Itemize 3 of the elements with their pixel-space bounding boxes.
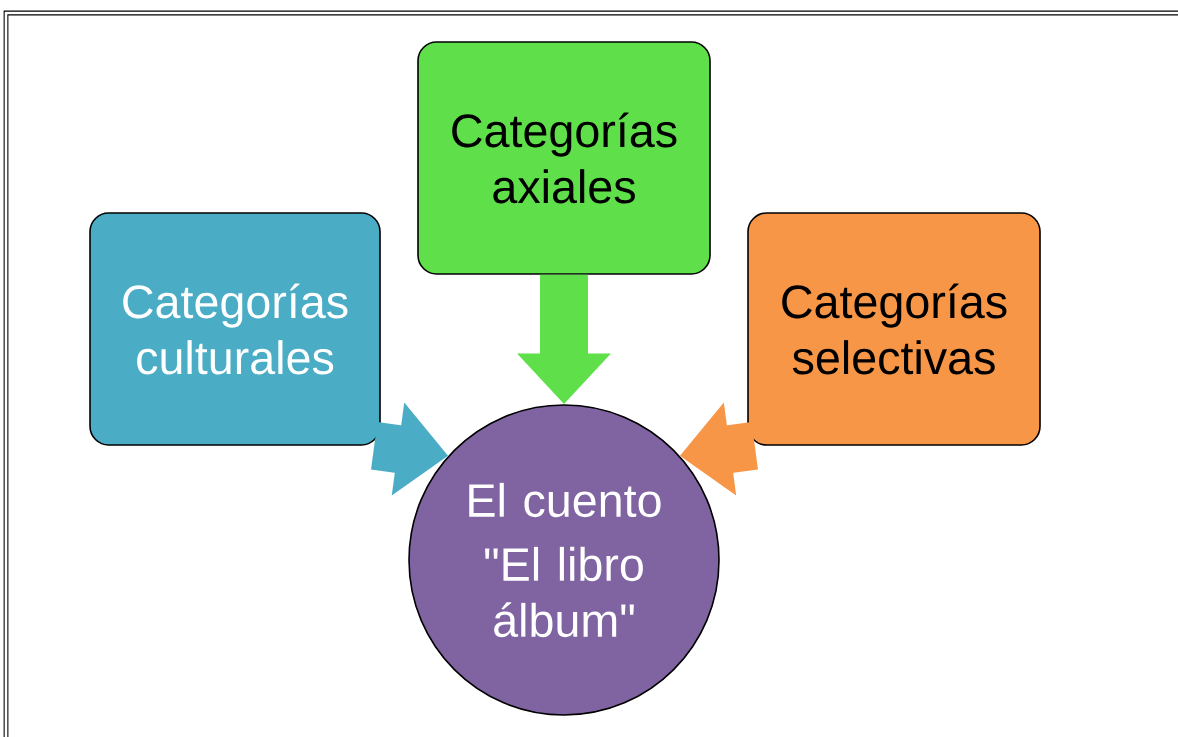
category-box: Categorías axiales	[417, 41, 711, 275]
category-box: Categorías selectivas	[747, 212, 1041, 446]
category-box: Categorías culturales	[89, 212, 381, 446]
